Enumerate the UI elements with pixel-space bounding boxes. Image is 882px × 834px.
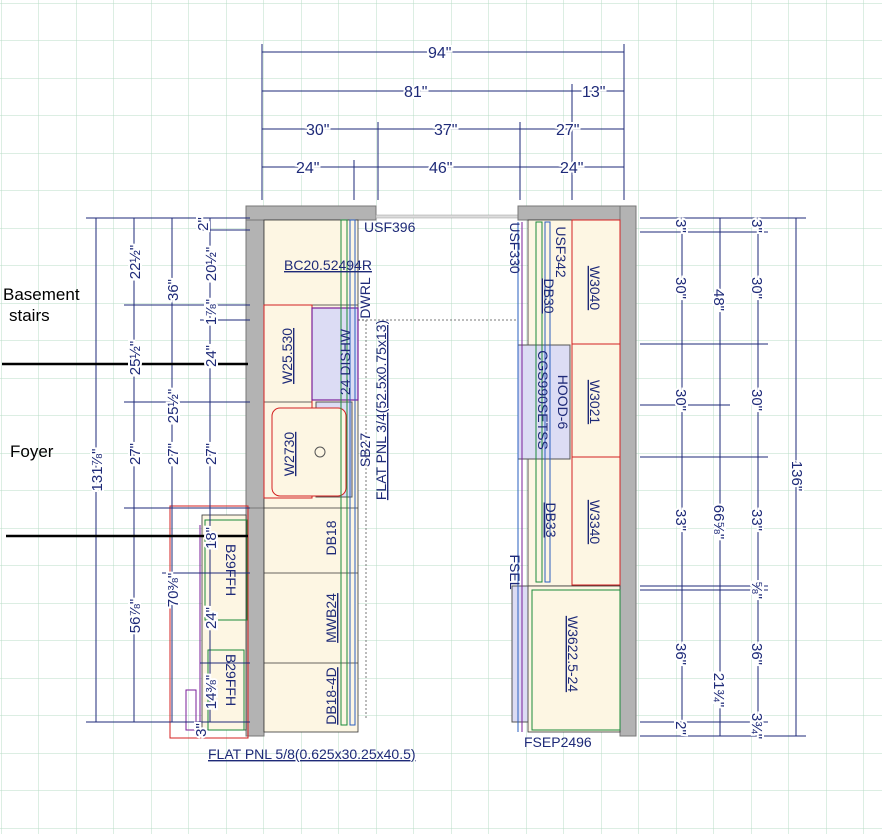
dim-left-b2: 25½" bbox=[165, 389, 182, 424]
label-mwb24: MWB24 bbox=[323, 593, 339, 643]
dim-right-a2: 30" bbox=[672, 277, 689, 299]
dim-right-a6: 2" bbox=[672, 721, 689, 735]
dim-left-c6: 24" bbox=[203, 607, 220, 629]
label-db33: DB33 bbox=[543, 502, 559, 537]
dim-left-c2: 1⅞" bbox=[203, 299, 220, 325]
dim-left-c1: 20½" bbox=[203, 247, 220, 282]
dim-row4-mid: 46" bbox=[429, 160, 452, 177]
label-fsep2496: FSEP2496 bbox=[524, 734, 592, 750]
label-db18-4d: DB18-4D bbox=[323, 667, 339, 725]
dim-right-b2: 66⅝" bbox=[710, 505, 727, 540]
label-fsel: FSEL bbox=[507, 554, 523, 589]
dim-row2-right: 13" bbox=[582, 84, 605, 101]
label-dishwasher: 24 DISHW bbox=[337, 328, 353, 395]
label-w2730: W2730 bbox=[281, 432, 297, 477]
dim-left-b4: 70⅜" bbox=[165, 573, 182, 608]
dim-right-c2: 30" bbox=[748, 277, 765, 299]
dim-right-c1: 3" bbox=[748, 219, 765, 233]
dim-left-a2: 25½" bbox=[127, 341, 144, 376]
dim-left-a4: 56⅞" bbox=[127, 599, 144, 634]
label-hood: HOOD-6 bbox=[555, 375, 571, 430]
dim-left-b3: 27" bbox=[165, 443, 182, 465]
dim-right-c3: 30" bbox=[748, 389, 765, 411]
top-dimension-lines bbox=[261, 44, 625, 200]
label-w25530: W25.530 bbox=[279, 328, 295, 384]
dim-left-c3: 24" bbox=[203, 345, 220, 367]
right-dimension-labels: 136" 3" 30" 30" 33" 36" 2" 48" 66⅝" 21¾"… bbox=[670, 217, 807, 741]
dim-left-total: 131⅞" bbox=[89, 449, 106, 492]
dim-right-a1: 3" bbox=[672, 219, 689, 233]
label-w3021: W3021 bbox=[587, 380, 603, 425]
label-b29ffh-lower: B29FFH bbox=[223, 654, 239, 706]
cabinet-labels: USF396 BC20.52494R DWRL 24 DISHW W25.530… bbox=[208, 219, 603, 762]
dim-left-c9: 2" bbox=[195, 217, 212, 231]
dim-row3-right: 27" bbox=[556, 122, 579, 139]
dim-left-b1: 36" bbox=[165, 279, 182, 301]
dim-overall-width: 94" bbox=[428, 45, 451, 62]
dim-right-total: 136" bbox=[788, 461, 805, 491]
label-w3040: W3040 bbox=[587, 266, 603, 311]
label-flat-panel-58: FLAT PNL 5/8(0.625x30.25x40.5) bbox=[208, 746, 416, 762]
dim-left-c8: 3" bbox=[193, 723, 210, 737]
label-db18: DB18 bbox=[323, 520, 339, 555]
label-db30: DB30 bbox=[541, 278, 557, 313]
dim-left-a3: 27" bbox=[127, 443, 144, 465]
label-b29ffh-upper: B29FFH bbox=[223, 544, 239, 596]
dim-row4-right: 24" bbox=[560, 160, 583, 177]
dim-right-a5: 36" bbox=[672, 643, 689, 665]
dim-left-c7: 14⅜" bbox=[203, 675, 220, 710]
note-stairs: stairs bbox=[9, 306, 50, 325]
label-flat-panel-34: FLAT PNL 3/4(52.5x0.75x13) bbox=[373, 320, 389, 500]
dim-left-c4: 27" bbox=[203, 443, 220, 465]
label-usf342: USF342 bbox=[553, 226, 569, 278]
dim-right-b1: 48" bbox=[710, 289, 727, 311]
dim-row3-mid: 37" bbox=[434, 122, 457, 139]
left-dimension-labels: 131⅞" 22½" 25½" 27" 56⅞" 36" 25½" 27" 70… bbox=[87, 215, 222, 739]
note-basement: Basement bbox=[3, 285, 80, 304]
left-dimension-lines bbox=[86, 217, 250, 723]
label-usf330: USF330 bbox=[507, 222, 523, 274]
label-sb27: SB27 bbox=[357, 433, 373, 467]
label-w3622: W3622.5-24 bbox=[565, 616, 581, 692]
dim-row4-left: 24" bbox=[296, 160, 319, 177]
dim-left-c5: 18" bbox=[203, 527, 220, 549]
label-dwrl: DWRL bbox=[357, 277, 373, 318]
dim-right-c5: ⅝" bbox=[748, 581, 765, 599]
dim-right-a4: 33" bbox=[672, 509, 689, 531]
peninsula-cabinets bbox=[169, 505, 249, 739]
right-dimension-lines bbox=[640, 217, 806, 737]
note-foyer: Foyer bbox=[10, 442, 54, 461]
dim-row3-left: 30" bbox=[306, 122, 329, 139]
dim-right-a3: 30" bbox=[672, 389, 689, 411]
label-w3340: W3340 bbox=[587, 500, 603, 545]
label-cgs990setss: CGS990SETSS bbox=[535, 350, 551, 450]
dim-right-c7: 3¾" bbox=[748, 713, 765, 739]
label-bc20: BC20.52494R bbox=[284, 257, 372, 273]
dim-right-b3: 21¾" bbox=[710, 673, 727, 708]
dim-row2-left: 81" bbox=[404, 84, 427, 101]
top-dimension-labels: 94" 81" 13" 30" 37" 27" 24" 46" 24" bbox=[294, 43, 607, 179]
dim-right-c6: 36" bbox=[748, 643, 765, 665]
right-cabinet-run bbox=[511, 219, 621, 733]
dim-left-a1: 22½" bbox=[127, 245, 144, 280]
label-usf396: USF396 bbox=[364, 219, 416, 235]
dim-right-c4: 33" bbox=[748, 509, 765, 531]
left-cabinet-run bbox=[263, 219, 518, 733]
